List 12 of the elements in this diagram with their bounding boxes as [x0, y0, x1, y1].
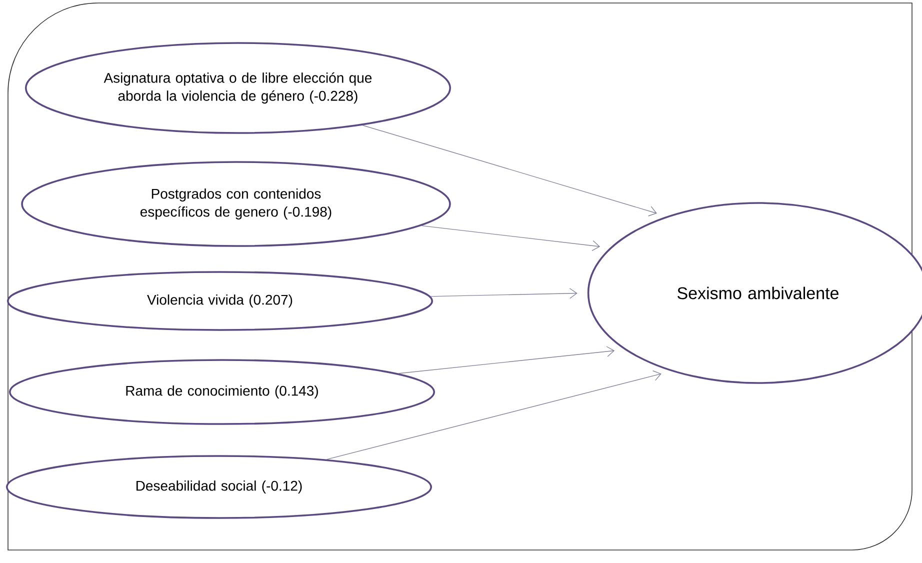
node-label: Sexismo ambivalente	[678, 286, 838, 300]
ellipse-node: Asignatura optativa o de libre elección que aborda la violencia de género (-0.228)	[24, 42, 452, 134]
ellipse-node: Violencia vivida (0.207)	[6, 271, 434, 331]
arrow	[326, 370, 662, 460]
arrow	[362, 124, 657, 216]
ellipse-node: Rama de conocimiento (0.143)	[8, 359, 436, 425]
ellipse-node: Postgrados con contenidos específicos de genero (-0.198)	[21, 161, 451, 247]
arrow	[398, 346, 615, 374]
arrow	[430, 288, 578, 299]
arrow	[421, 225, 600, 252]
ellipse-node: Deseabilidad social (-0.12)	[6, 455, 432, 519]
ellipse-node: Sexismo ambivalente	[587, 202, 922, 384]
